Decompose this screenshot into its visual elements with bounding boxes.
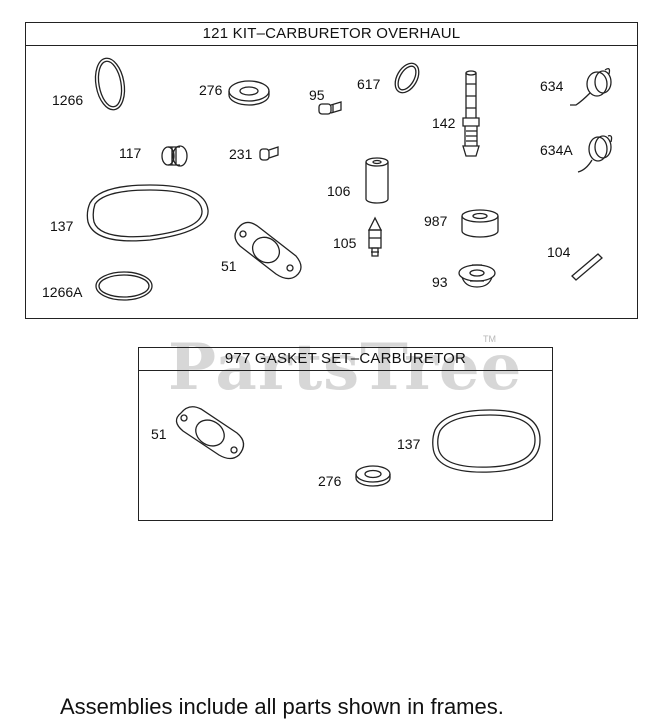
part-label-634: 634: [540, 78, 564, 94]
part-106-float-drawing: [365, 157, 389, 204]
set-part-label-276: 276: [318, 473, 342, 489]
part-634-spring-drawing: [570, 68, 612, 106]
part-1266-oring-drawing: [94, 57, 126, 111]
kit-frame: 121 KIT–CARBURETOR OVERHAUL: [25, 22, 638, 319]
part-276-washer-drawing: [228, 80, 270, 106]
part-1266a-oring-drawing: [95, 271, 153, 301]
part-93-nut-drawing: [458, 264, 496, 288]
part-label-104: 104: [547, 244, 571, 260]
part-987-bushing-drawing: [461, 209, 499, 238]
set-part-51-gasket-drawing: [175, 406, 245, 460]
set-part-label-51: 51: [151, 426, 167, 442]
part-105-needle-drawing: [367, 216, 383, 257]
part-95-screw-drawing: [318, 101, 342, 115]
footer-note: Assemblies include all parts shown in fr…: [60, 694, 504, 719]
part-label-51: 51: [221, 258, 237, 274]
part-117-drawing: [161, 145, 188, 167]
part-label-617: 617: [357, 76, 381, 92]
watermark-trademark: TM: [483, 334, 496, 344]
part-231-screw-drawing: [259, 146, 279, 161]
part-label-276: 276: [199, 82, 223, 98]
part-label-106: 106: [327, 183, 351, 199]
set-part-137-gasket-drawing: [432, 409, 541, 473]
part-634a-spring-drawing: [577, 134, 613, 173]
part-label-117: 117: [119, 145, 142, 161]
part-label-1266a: 1266A: [42, 284, 83, 300]
part-51-gasket-drawing: [234, 221, 302, 280]
set-part-label-137: 137: [397, 436, 421, 452]
part-label-105: 105: [333, 235, 357, 251]
partstree-watermark: PartsTree: [168, 330, 523, 405]
part-label-137: 137: [50, 218, 74, 234]
part-label-142: 142: [432, 115, 456, 131]
part-104-pin-drawing: [571, 253, 603, 281]
kit-frame-title: 121 KIT–CARBURETOR OVERHAUL: [26, 23, 637, 46]
part-label-1266: 1266: [52, 92, 84, 108]
part-label-634a: 634A: [540, 142, 573, 158]
part-617-oring-drawing: [394, 62, 420, 94]
gasket-frame: 977 GASKET SET–CARBURETOR: [138, 347, 553, 521]
part-label-987: 987: [424, 213, 448, 229]
gasket-frame-title: 977 GASKET SET–CARBURETOR: [139, 348, 552, 371]
part-label-231: 231: [229, 146, 253, 162]
part-label-93: 93: [432, 274, 448, 290]
set-part-276-washer-drawing: [355, 465, 391, 487]
part-label-95: 95: [309, 87, 325, 103]
part-142-tube-drawing: [462, 70, 480, 157]
part-137-gasket-drawing: [86, 184, 209, 242]
